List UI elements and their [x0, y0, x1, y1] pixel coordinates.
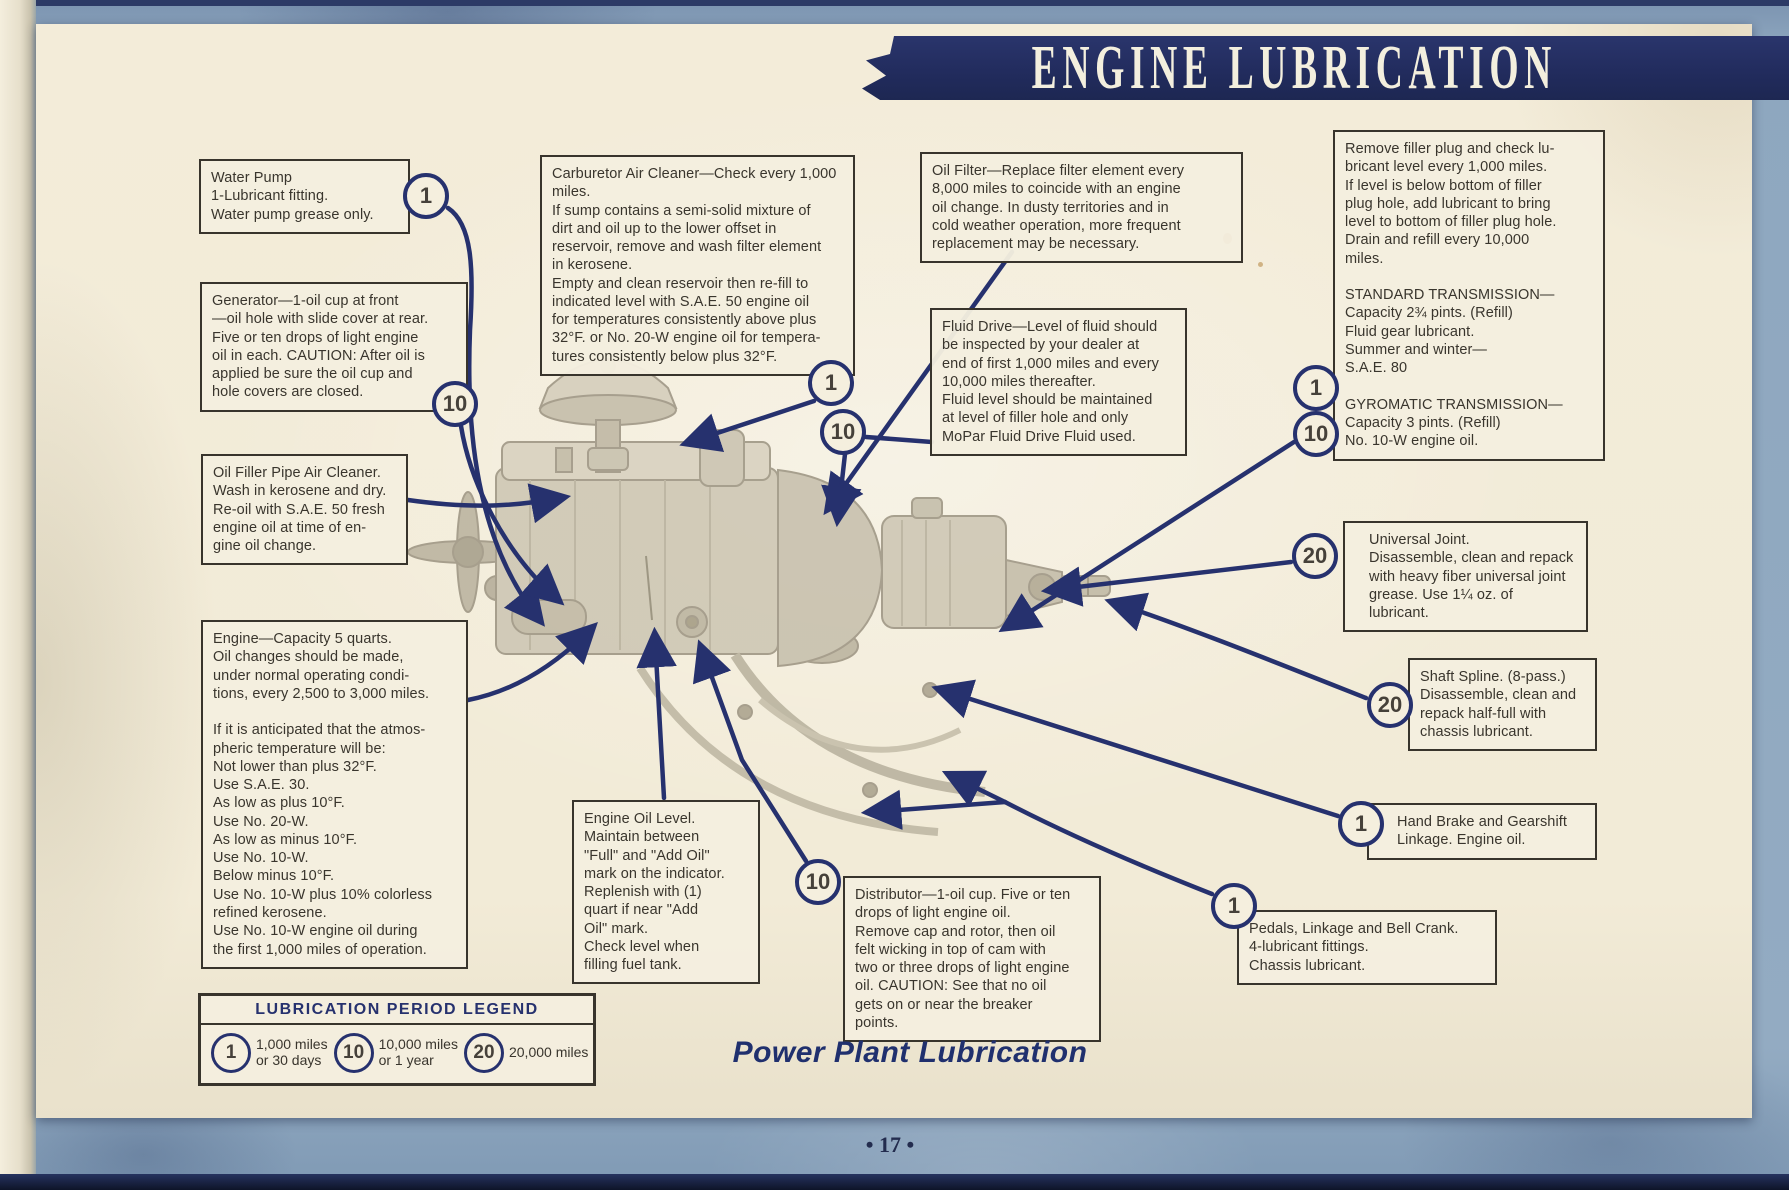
callout-shaft-spline: Shaft Spline. (8-pass.) Disassemble, cle… — [1408, 658, 1597, 752]
callout-oil-filter: Oil Filter—Replace filter element every … — [920, 152, 1243, 264]
period-marker-1: 1 — [1338, 801, 1384, 847]
callout-engine-oil-level: Engine Oil Level. Maintain between "Full… — [572, 800, 760, 985]
legend-label: 10,000 miles or 1 year — [378, 1036, 458, 1068]
period-marker-20: 20 — [1292, 533, 1338, 579]
callout-carburetor-air-cleaner: Carburetor Air Cleaner—Check every 1,000… — [540, 155, 855, 376]
callout-generator: Generator—1-oil cup at front —oil hole w… — [200, 282, 468, 412]
callout-oil-filler-pipe: Oil Filler Pipe Air Cleaner. Wash in ker… — [201, 454, 408, 566]
callout-hand-brake: Hand Brake and Gearshift Linkage. Engine… — [1367, 803, 1597, 860]
period-marker-1: 1 — [808, 360, 854, 406]
period-marker-10: 10 — [795, 859, 841, 905]
period-marker-10: 10 — [820, 409, 866, 455]
diagram-caption: Power Plant Lubrication — [732, 1036, 1088, 1069]
period-marker-10: 10 — [333, 1033, 374, 1073]
period-marker-10: 10 — [432, 381, 478, 427]
legend-label: 1,000 miles or 30 days — [256, 1036, 328, 1068]
book-spine-edge — [0, 0, 36, 1190]
legend-item-10000-miles: 10 10,000 miles or 1 year — [333, 1033, 458, 1073]
legend-row: 1 1,000 miles or 30 days 10 10,000 miles… — [201, 1025, 593, 1083]
period-marker-20: 20 — [1367, 682, 1413, 728]
legend-title: LUBRICATION PERIOD LEGEND — [201, 996, 593, 1025]
paper-stain — [1258, 262, 1263, 267]
period-marker-1: 1 — [1211, 883, 1257, 929]
scan-bottom-edge — [0, 1174, 1789, 1190]
callout-water-pump: Water Pump 1-Lubricant fitting. Water pu… — [199, 159, 410, 234]
page-number: • 17 • — [865, 1132, 915, 1157]
period-marker-1: 1 — [1293, 365, 1339, 411]
callout-distributor: Distributor—1-oil cup. Five or ten drops… — [843, 876, 1101, 1043]
header-band: ENGINE LUBRICATION — [862, 36, 1789, 100]
callout-universal-joint: Universal Joint. Disassemble, clean and … — [1343, 521, 1588, 633]
period-marker-1: 1 — [211, 1033, 251, 1073]
callout-fluid-drive: Fluid Drive—Level of fluid should be ins… — [930, 308, 1187, 456]
period-marker-1: 1 — [403, 173, 449, 219]
callout-engine-capacity: Engine—Capacity 5 quarts. Oil changes sh… — [201, 620, 468, 969]
period-marker-10: 10 — [1293, 411, 1339, 457]
legend-label: 20,000 miles — [508, 1044, 589, 1061]
callout-pedals: Pedals, Linkage and Bell Crank. 4-lubric… — [1237, 910, 1497, 985]
scan-top-edge — [0, 0, 1789, 6]
page-title: ENGINE LUBRICATION — [1031, 33, 1558, 103]
lubrication-period-legend: LUBRICATION PERIOD LEGEND 1 1,000 miles … — [198, 993, 596, 1086]
period-marker-20: 20 — [463, 1033, 504, 1073]
legend-item-1000-miles: 1 1,000 miles or 30 days — [211, 1033, 328, 1073]
callout-transmission: Remove filler plug and check lu- bricant… — [1333, 130, 1605, 461]
legend-item-20000-miles: 20 20,000 miles — [463, 1033, 589, 1073]
